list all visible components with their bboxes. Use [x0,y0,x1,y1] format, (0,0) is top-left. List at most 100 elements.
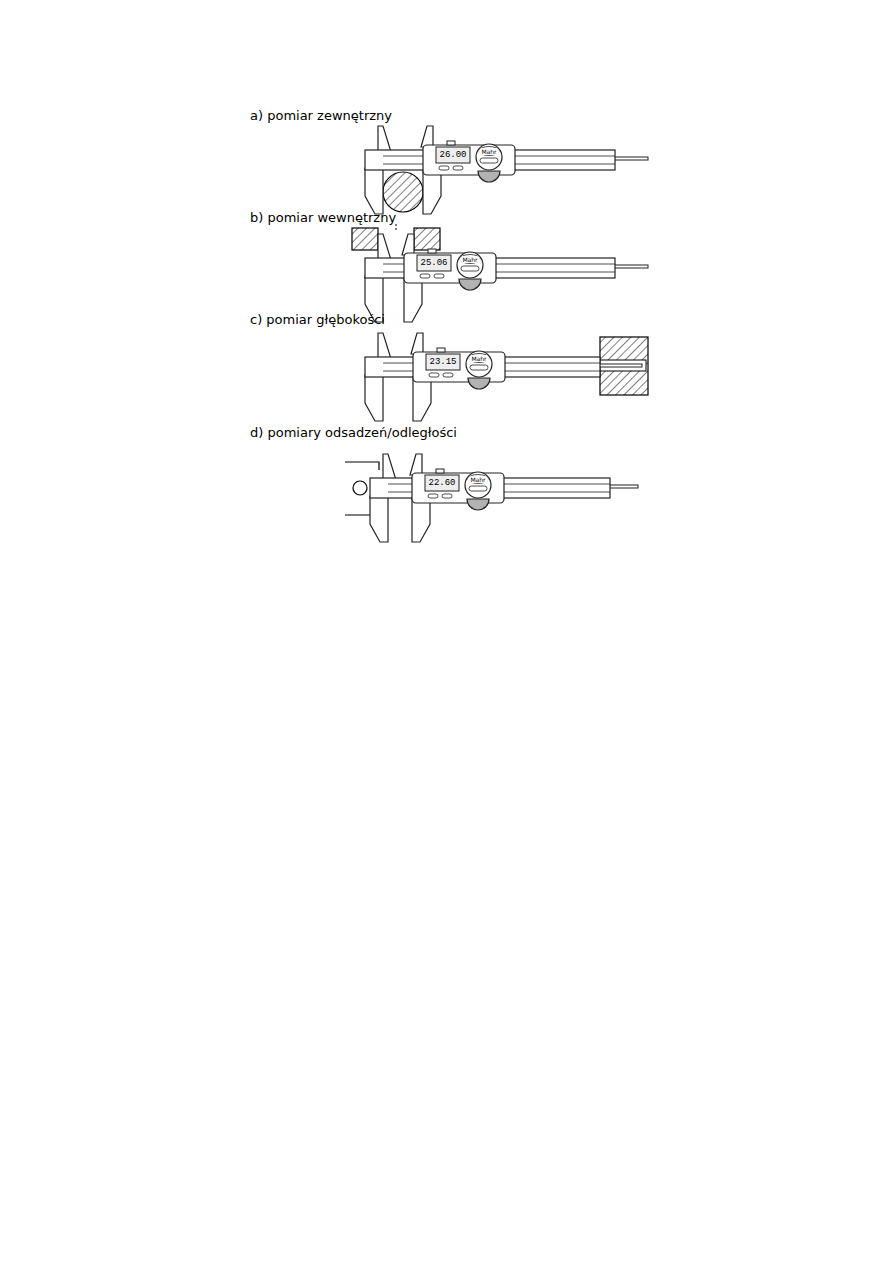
knurl-line [461,279,462,285]
dial-ring [476,144,502,170]
knurl-line [483,499,484,508]
display-button [420,274,430,278]
fixed-inner-jaw [378,333,391,359]
display-reading: 26.00 [437,148,469,162]
display-button [439,166,449,170]
fixed-jaw [365,168,383,214]
dial-bar [480,158,498,163]
moving-inner-jaw [421,126,433,147]
knurl-line [482,378,483,388]
panel-heading: d) pomiary odsadzeń/odległości [250,425,457,441]
display-button [434,274,444,278]
caliper-2 [365,333,648,421]
knurl-line [470,378,471,384]
thumb-wheel [459,279,481,290]
thumb-wheel [468,378,490,389]
knurl-line [480,378,481,388]
brand-logo: Mahr [479,148,499,155]
display-reading: 25.06 [418,256,450,270]
fixed-jaw [370,496,388,542]
knurl-line [477,279,478,287]
depth-rod [608,485,638,488]
knurl-line [482,171,483,179]
logo-oval [468,475,488,484]
dial-ring [466,351,492,377]
knurl-line [488,171,489,181]
knurl-line [477,499,478,509]
brand-logo: Mahr [469,355,489,362]
caliper-1 [352,224,648,322]
knurl-line [469,279,470,289]
ring-workpiece [414,228,440,250]
dial-bar [470,365,488,370]
step-workpiece [345,462,379,470]
knurl-line [469,499,470,505]
display-button [428,494,438,498]
knurl-line [473,499,474,508]
brand-logo: Mahr [460,256,480,263]
logo-oval [460,255,480,264]
panel-heading: a) pomiar zewnętrzny [250,108,392,124]
thumb-wheel [467,499,489,510]
knurl-line [471,499,472,507]
fixed-inner-jaw [383,454,396,480]
knurl-line [472,378,473,386]
moving-inner-jaw [410,454,422,475]
panel-heading: b) pomiar wewnętrzny [250,210,396,226]
depth-rod [613,265,648,268]
knurl-line [498,171,499,177]
display-screen [417,255,451,271]
knurl-line [485,499,486,507]
knurl-line [471,279,472,289]
slider-body [412,473,504,503]
fixed-inner-jaw [378,126,391,152]
dial-bar [461,266,479,271]
knurl-line [475,279,476,288]
thumb-wheel [478,171,500,182]
panel-heading: c) pomiar głębokości [250,312,385,328]
moving-jaw [413,377,431,421]
knurl-line [467,279,468,289]
fixed-inner-jaw [378,234,391,260]
lock-screw [436,469,444,473]
knurl-line [484,171,485,180]
knurl-line [463,279,464,287]
moving-jaw [412,498,430,542]
lock-screw [428,249,436,253]
dial-bar [469,486,487,491]
knurl-line [486,171,487,181]
fixed-jaw [365,375,383,421]
knurl-line [488,378,489,384]
slider-body [423,145,515,175]
knurl-line [475,499,476,509]
moving-inner-jaw [411,333,423,354]
display-button [429,373,439,377]
dial-ring [465,472,491,498]
knurl-line [481,499,482,509]
knurl-line [478,378,479,388]
knurl-line [487,499,488,505]
knurl-line [494,171,495,180]
logo-oval [479,147,499,156]
knurl-line [486,378,487,386]
knurl-line [476,378,477,388]
dial-ring [457,252,483,278]
knurl-line [490,171,491,181]
round-workpiece [353,481,367,495]
depth-rod [613,157,648,160]
display-button [443,373,453,377]
moving-jaw [404,278,422,322]
knurl-line [496,171,497,179]
ring-workpiece [352,228,378,250]
caliper-0 [365,126,648,214]
slider-body [413,352,505,382]
moving-inner-jaw [402,234,414,255]
display-button [453,166,463,170]
logo-oval [469,354,489,363]
round-workpiece [383,172,423,212]
brand-logo: Mahr [468,476,488,483]
display-button [442,494,452,498]
knurl-line [479,499,480,509]
